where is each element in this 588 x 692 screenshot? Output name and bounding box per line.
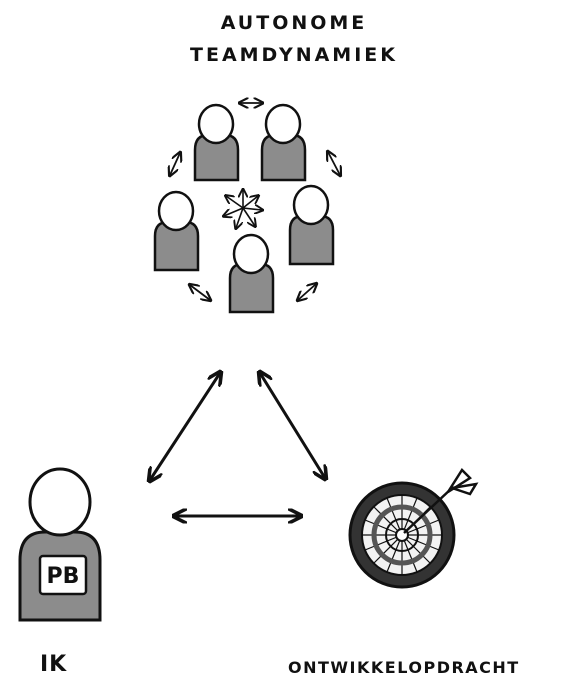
double-arrow-icon (170, 153, 180, 175)
dartboard-icon (348, 481, 456, 589)
person-pb-icon (18, 467, 102, 622)
dart-icon (403, 468, 479, 534)
double-arrow-icon (150, 373, 220, 480)
double-arrow-icon (328, 152, 340, 175)
label-assignment: ONTWIKKELOPDRACHT (288, 658, 520, 677)
person-badge-text: PB (47, 564, 80, 589)
double-arrow-icon (260, 373, 325, 478)
double-arrow-icon (190, 285, 210, 300)
label-ik: IK (40, 652, 68, 677)
double-arrow-icon (298, 284, 316, 300)
team-member-icon (153, 190, 200, 272)
team-member-icon (288, 184, 335, 266)
team-member-icon (228, 233, 275, 314)
team-member-icon (193, 103, 240, 182)
team-member-icon (260, 103, 307, 182)
starburst-arrows (224, 190, 262, 228)
team-cluster (153, 103, 340, 314)
diagram-title-line-2: TEAMDYNAMIEK (190, 44, 398, 66)
diagram-title-line-1: AUTONOME (220, 12, 368, 34)
